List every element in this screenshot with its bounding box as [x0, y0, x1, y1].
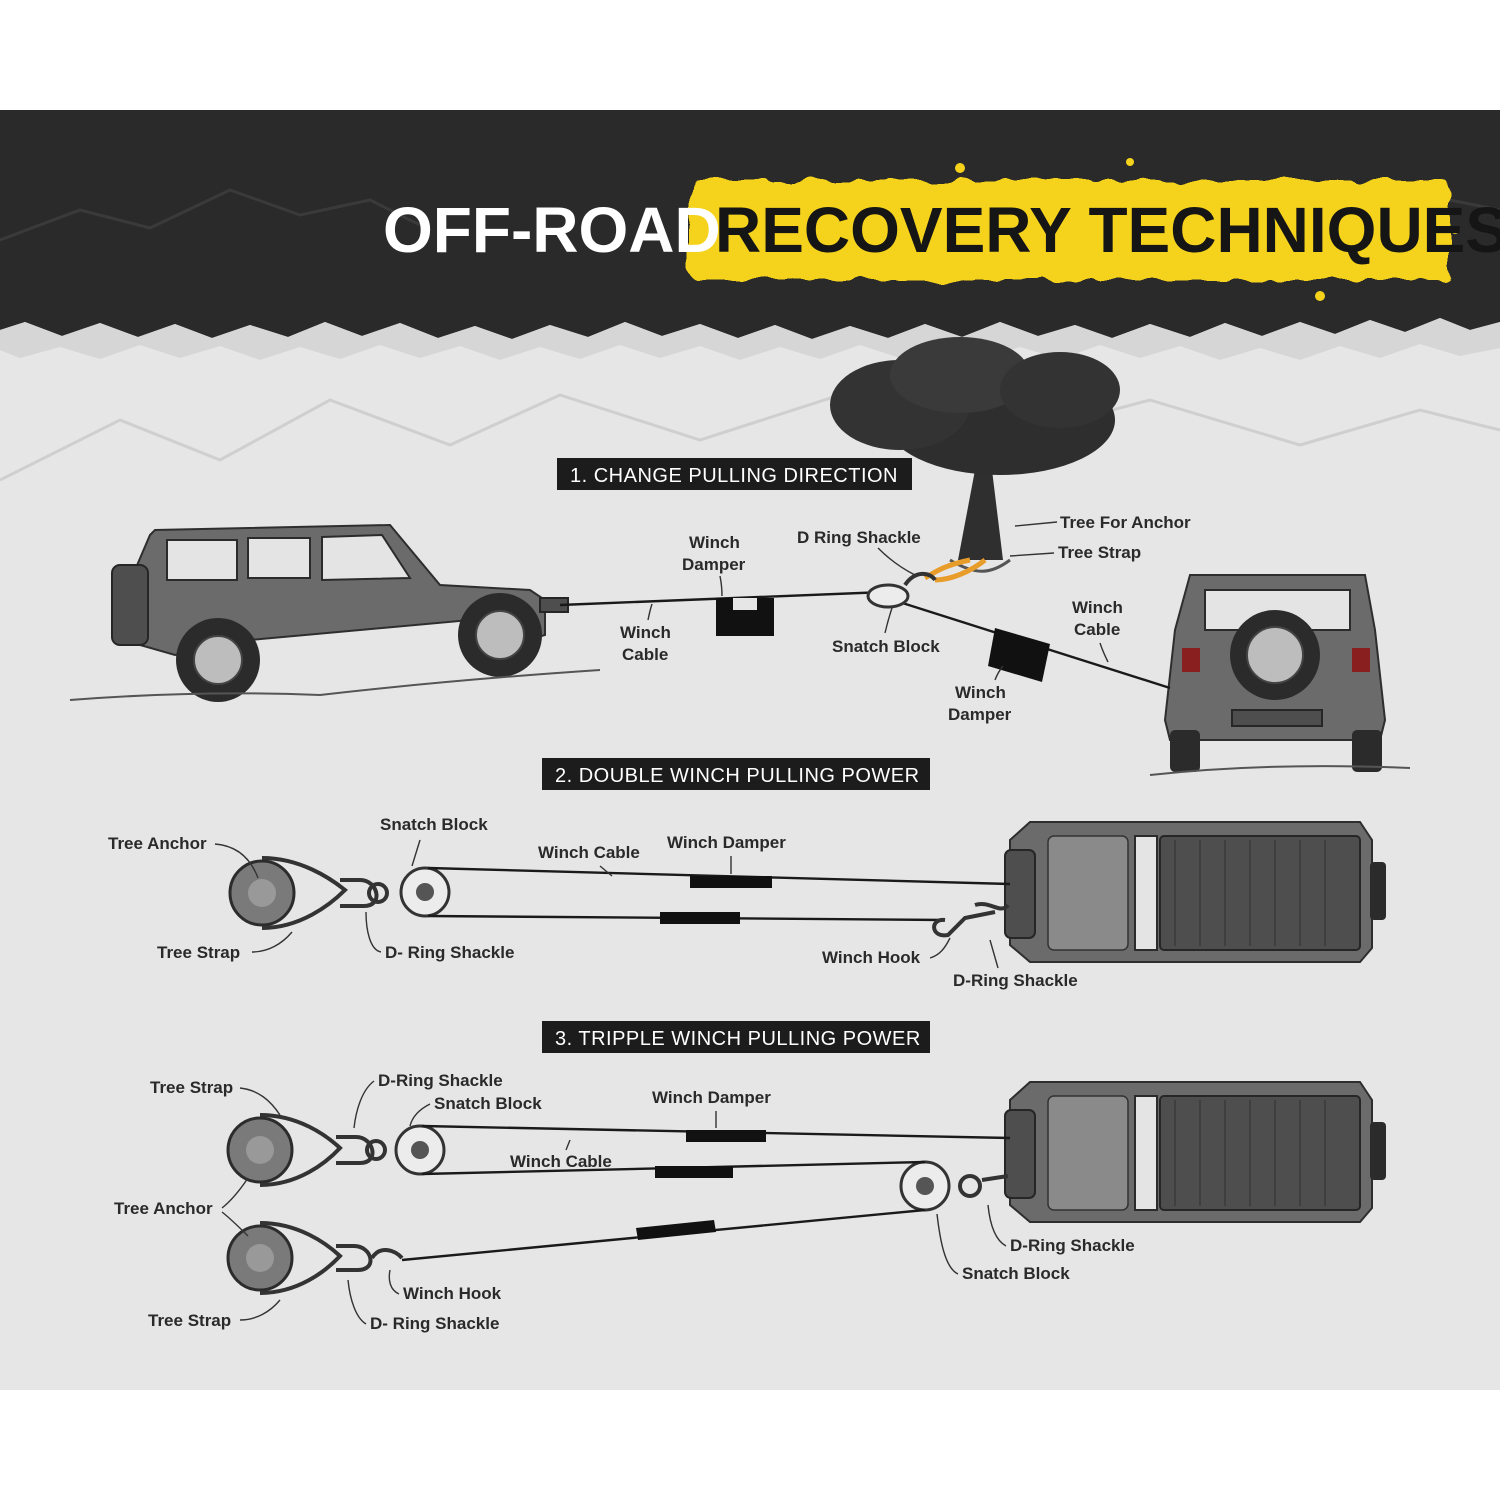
- section2-title: 2. DOUBLE WINCH PULLING POWER: [555, 765, 920, 787]
- label-winch-damper-top-l1: Winch: [689, 533, 740, 552]
- pulley-icon: [394, 1124, 446, 1176]
- tree-anchor-icon: [226, 1221, 343, 1295]
- shackle-icon: [336, 1244, 373, 1272]
- tree-strap-orange: [923, 557, 987, 583]
- section3-title: 3. TRIPPLE WINCH PULLING POWER: [555, 1028, 921, 1050]
- label-snatch-block: Snatch Block: [832, 637, 940, 656]
- label-snatch-block-right: Snatch Block: [962, 1264, 1070, 1283]
- label-d-ring-shackle-left: D- Ring Shackle: [385, 943, 514, 962]
- damper-icon: [686, 1130, 766, 1142]
- tree-anchor-icon: [228, 856, 348, 930]
- pulley-icon: [866, 583, 910, 609]
- label-winch-cable-right-l1: Winch: [1072, 598, 1123, 617]
- pulley-icon: [899, 1160, 951, 1212]
- shackle-icon: [958, 1174, 1009, 1198]
- label-tree-anchor: Tree Anchor: [108, 834, 207, 853]
- damper-icon: [988, 628, 1050, 682]
- jeep-top-icon: [1004, 1081, 1386, 1223]
- label-winch-cable-left-l2: Cable: [622, 645, 668, 664]
- damper-icon: [660, 912, 740, 924]
- label-d-ring-shackle-bottom: D- Ring Shackle: [370, 1314, 499, 1333]
- jeep-rear-icon: [1149, 574, 1411, 776]
- section2-title-box: 2. DOUBLE WINCH PULLING POWER: [542, 758, 930, 790]
- label-winch-cable: Winch Cable: [538, 843, 640, 862]
- damper-icon: [690, 876, 772, 888]
- title-highlight-splash: [690, 158, 1459, 301]
- tree-icon: [830, 337, 1120, 573]
- label-d-ring-shackle-top: D-Ring Shackle: [378, 1071, 503, 1090]
- label-winch-cable-left-l1: Winch: [620, 623, 671, 642]
- label-winch-cable: Winch Cable: [510, 1152, 612, 1171]
- label-winch-cable-right-l2: Cable: [1074, 620, 1120, 639]
- section1-title: 1. CHANGE PULLING DIRECTION: [570, 465, 898, 487]
- jeep-top-icon: [1004, 821, 1386, 963]
- label-tree-for-anchor: Tree For Anchor: [1060, 513, 1191, 532]
- label-winch-damper: Winch Damper: [652, 1088, 771, 1107]
- hook-icon: [370, 1248, 404, 1260]
- label-winch-damper-top-l2: Damper: [682, 555, 746, 574]
- label-snatch-block: Snatch Block: [380, 815, 488, 834]
- label-tree-strap: Tree Strap: [1058, 543, 1141, 562]
- pulley-icon: [399, 866, 451, 918]
- tree-anchor-icon: [226, 1113, 343, 1187]
- hook-icon: [932, 901, 1010, 938]
- label-tree-strap: Tree Strap: [157, 943, 240, 962]
- label-snatch-block-top: Snatch Block: [434, 1094, 542, 1113]
- label-winch-damper-bottom-l2: Damper: [948, 705, 1012, 724]
- title-recovery-techniques: RECOVERY TECHNIQUES: [715, 194, 1500, 266]
- label-winch-hook: Winch Hook: [403, 1284, 502, 1303]
- label-d-ring-shackle: D Ring Shackle: [797, 528, 921, 547]
- label-winch-damper-bottom-l1: Winch: [955, 683, 1006, 702]
- section1-title-box: 1. CHANGE PULLING DIRECTION: [557, 458, 912, 490]
- damper-icon: [636, 1220, 716, 1240]
- label-d-ring-shackle-right: D-Ring Shackle: [953, 971, 1078, 990]
- damper-icon: [716, 598, 774, 636]
- label-d-ring-shackle-right: D-Ring Shackle: [1010, 1236, 1135, 1255]
- label-tree-strap-bottom: Tree Strap: [148, 1311, 231, 1330]
- label-winch-damper: Winch Damper: [667, 833, 786, 852]
- damper-icon: [655, 1166, 733, 1178]
- shackle-icon: [903, 571, 937, 587]
- background-hills: [0, 393, 1500, 482]
- title-offroad: OFF-ROAD: [383, 194, 721, 266]
- label-winch-hook: Winch Hook: [822, 948, 921, 967]
- label-tree-anchor: Tree Anchor: [114, 1199, 213, 1218]
- section3-title-box: 3. TRIPPLE WINCH PULLING POWER: [542, 1021, 930, 1053]
- jeep-side-icon: [69, 523, 601, 702]
- label-tree-strap-top: Tree Strap: [150, 1078, 233, 1097]
- shackle-icon: [340, 878, 389, 908]
- shackle-icon: [336, 1135, 387, 1165]
